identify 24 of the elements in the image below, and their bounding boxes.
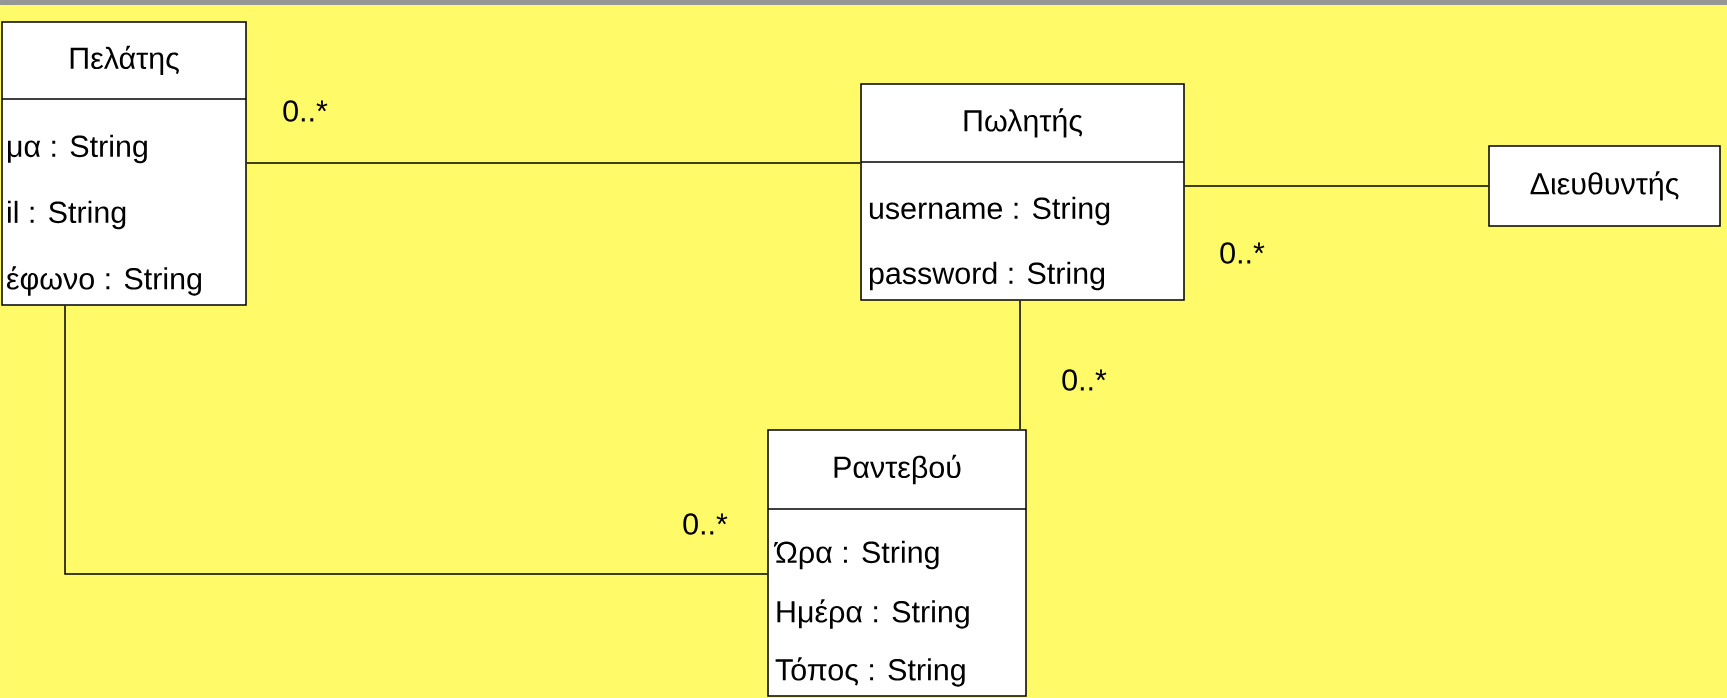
attribute-text: username : String <box>869 196 1110 226</box>
attribute-text: Τόπος : String <box>775 657 965 687</box>
multiplicity-label: 0..* <box>1220 242 1265 264</box>
association-line <box>1184 185 1489 187</box>
attribute-text: il : String <box>8 200 126 230</box>
association-line <box>64 305 768 575</box>
attribute-text: Ώρα : String <box>773 540 939 570</box>
class-name: Πωλητής <box>964 108 1083 138</box>
attribute-text: Ημέρα : String <box>777 599 969 629</box>
multiplicity-label: 0..* <box>283 100 328 122</box>
attribute-text: έφωνο : String <box>7 266 202 296</box>
association-line <box>1019 300 1021 430</box>
attribute-text: password : String <box>869 261 1105 291</box>
class-box <box>1488 145 1721 227</box>
class-name: Ραντεβού <box>834 454 961 485</box>
class-box <box>767 429 1027 697</box>
class-name: Πελάτης <box>70 45 179 76</box>
multiplicity-label: 0..* <box>683 513 728 535</box>
class-box <box>1 21 247 306</box>
class-name: Διευθυντής <box>1530 171 1679 201</box>
association-line <box>246 162 861 164</box>
attribute-text: μα : String <box>8 134 147 164</box>
class-box <box>860 83 1185 301</box>
multiplicity-label: 0..* <box>1062 369 1107 391</box>
